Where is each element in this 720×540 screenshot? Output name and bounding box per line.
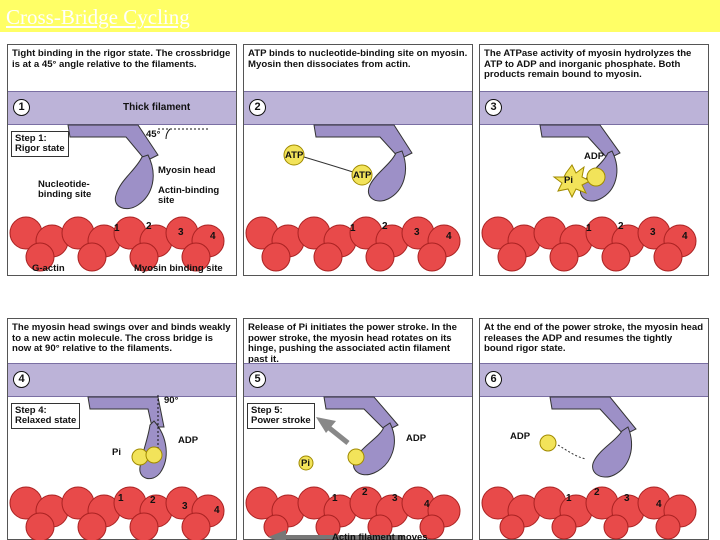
power-stroke-arrow: [316, 417, 350, 445]
atp-molecule: [283, 144, 373, 186]
released-products: [298, 448, 365, 471]
myosin-cross-bridge: [67, 124, 159, 210]
myosin-cross-bridge: [313, 124, 413, 202]
actin-movement-arrow: [268, 530, 404, 540]
step-number: 1: [13, 99, 30, 116]
slide-title: Cross-Bridge Cycling: [6, 5, 190, 29]
actin-number: 4: [424, 499, 430, 510]
myosin-cross-bridge: [87, 396, 167, 480]
panel-illustration: ADP Pi 1 2 3 4: [245, 396, 461, 540]
actin-filament: [245, 216, 461, 272]
actin-number: 3: [624, 493, 630, 504]
thick-filament-band: 6: [480, 363, 708, 397]
myosin-cross-bridge: [323, 396, 399, 476]
step-number: 6: [485, 371, 502, 388]
atp-free-label: ATP: [285, 150, 304, 161]
panel-illustration: ADP Pi 1 2 3 4: [481, 124, 697, 272]
myosin-cross-bridge: [549, 396, 637, 478]
actin-number: 1: [350, 223, 356, 234]
actin-filament: [245, 486, 461, 540]
step-label-box: Step 4: Relaxed state: [11, 403, 81, 429]
actin-filament: [481, 486, 697, 540]
panel-caption: The myosin head swings over and binds we…: [12, 322, 231, 355]
pi-label: Pi: [112, 447, 121, 458]
angle-label: 45°: [146, 129, 161, 140]
actin-number: 4: [446, 231, 452, 242]
angle-marker: [158, 128, 208, 140]
panel-step-5: Release of Pi initiates the power stroke…: [243, 318, 473, 540]
step-label-box: Step 5: Power stroke: [247, 403, 315, 429]
actin-filament: [9, 216, 225, 272]
panel-step-2: ATP binds to nucleotide-binding site on …: [243, 44, 473, 276]
panel-caption: ATP binds to nucleotide-binding site on …: [248, 48, 468, 70]
adp-label: ADP: [584, 151, 605, 162]
actin-moves-label: Actin filament moves: [332, 532, 428, 540]
adp-label: ADP: [178, 435, 199, 446]
panel-step-4: The myosin head swings over and binds we…: [7, 318, 237, 540]
panel-illustration: ADP 1 2 3 4: [481, 396, 697, 540]
panel-caption: At the end of the power stroke, the myos…: [484, 322, 704, 355]
pi-label: Pi: [564, 175, 573, 186]
thick-filament-label: Thick filament: [123, 102, 191, 113]
step-number: 2: [249, 99, 266, 116]
actin-number: 2: [618, 221, 624, 232]
actin-filament: [481, 216, 697, 272]
actin-number: 2: [146, 221, 152, 232]
pi-label: Pi: [301, 458, 310, 469]
actin-number: 4: [656, 499, 662, 510]
angle-label: 90°: [164, 395, 179, 406]
actin-number: 3: [414, 227, 420, 238]
actin-number: 4: [214, 505, 220, 516]
adp-label: ADP: [510, 431, 531, 442]
slide-title-bar: Cross-Bridge Cycling: [0, 0, 720, 32]
myosin-binding-site-label: Myosin binding site: [134, 263, 223, 274]
actin-number: 3: [182, 501, 188, 512]
actin-number: 3: [650, 227, 656, 238]
panel-caption: The ATPase activity of myosin hydrolyzes…: [484, 48, 692, 81]
released-adp: [539, 434, 587, 460]
panel-step-1: Tight binding in the rigor state. The cr…: [7, 44, 237, 276]
step-number: 5: [249, 371, 266, 388]
panel-caption: Release of Pi initiates the power stroke…: [248, 322, 457, 365]
g-actin-label: G-actin: [32, 263, 65, 274]
actin-filament: [9, 486, 225, 540]
step-number: 3: [485, 99, 502, 116]
panel-illustration: 90° ADP Pi 1 2 3 4: [9, 395, 225, 540]
actin-number: 2: [382, 221, 388, 232]
panel-illustration: ATP ATP 1 2 3 4: [245, 124, 461, 272]
bound-products: [131, 446, 163, 466]
actin-number: 4: [682, 231, 688, 242]
phosphate-burst: [552, 164, 606, 199]
adp-label: ADP: [406, 433, 427, 444]
actin-number: 4: [210, 231, 216, 242]
panel-caption: Tight binding in the rigor state. The cr…: [12, 48, 231, 70]
step-number: 4: [13, 371, 30, 388]
cross-bridge-figure: Tight binding in the rigor state. The cr…: [5, 40, 715, 540]
myosin-head-label: Myosin head: [158, 165, 216, 176]
atp-bound-label: ATP: [353, 170, 372, 181]
thick-filament-band: 2: [244, 91, 472, 125]
thick-filament-band: 1 Thick filament: [8, 91, 236, 125]
actin-number: 2: [362, 487, 368, 498]
actin-number: 2: [150, 495, 156, 506]
actin-number: 1: [114, 223, 120, 234]
actin-number: 1: [118, 493, 124, 504]
panel-step-6: At the end of the power stroke, the myos…: [479, 318, 709, 540]
actin-number: 3: [392, 493, 398, 504]
actin-number: 1: [586, 223, 592, 234]
panel-step-3: The ATPase activity of myosin hydrolyzes…: [479, 44, 709, 276]
step-label-box: Step 1: Rigor state: [11, 131, 69, 157]
actin-number: 1: [332, 493, 338, 504]
actin-number: 3: [178, 227, 184, 238]
actin-number: 1: [566, 493, 572, 504]
nucleotide-site-label: Nucleotide-binding site: [38, 179, 91, 200]
actin-number: 2: [594, 487, 600, 498]
panel-illustration: 1 2 3 4 45° Myosin head Nucleotide-bindi…: [9, 124, 225, 274]
